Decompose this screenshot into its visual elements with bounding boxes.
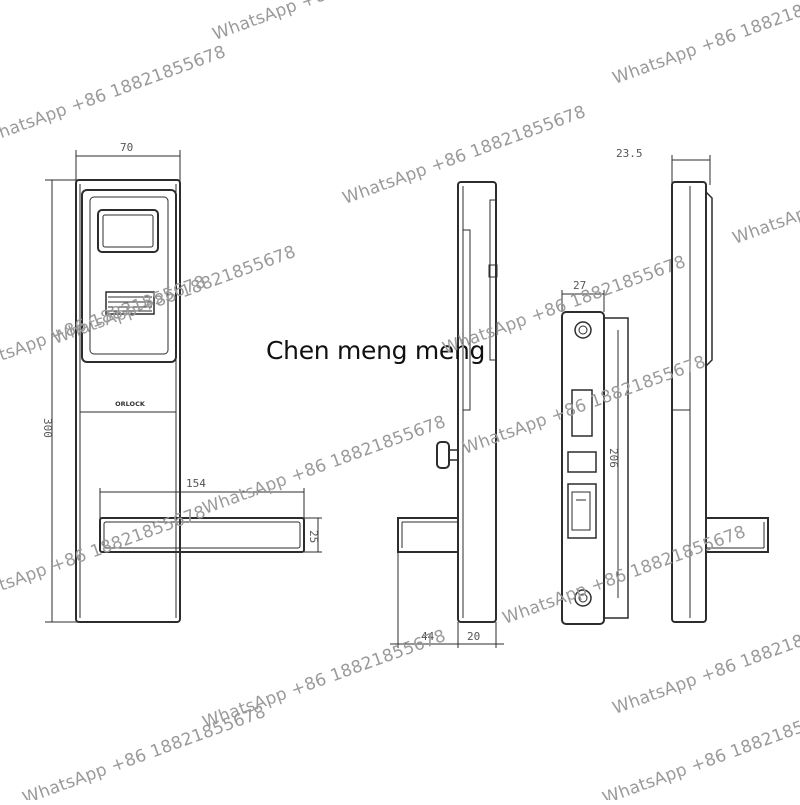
bolt-slot: [567, 483, 597, 539]
thumb-turn: [436, 441, 459, 469]
dim-depth: 44 20: [390, 552, 504, 648]
side-handle: [397, 517, 459, 553]
inside-handle: [705, 517, 769, 553]
dim-25-label: 25: [307, 530, 320, 543]
dim-27-label: 27: [573, 279, 586, 292]
side-view: 44 20: [390, 181, 504, 648]
inside-plate: [671, 181, 707, 623]
dim-20-label: 20: [467, 630, 480, 643]
dim-width: 70: [75, 141, 181, 185]
deadbolt-slot: [571, 389, 593, 437]
front-plate: [75, 179, 181, 623]
dim-300-label: 300: [41, 418, 54, 438]
front-view: 70 300 ORLOCK: [41, 141, 322, 623]
dim-23-5-label: 23.5: [616, 147, 643, 160]
latch-slot: [567, 451, 597, 473]
card-reader: [105, 291, 155, 315]
inside-view: 23.5: [616, 147, 769, 623]
lever-handle: [99, 517, 305, 553]
side-plate: [457, 181, 497, 623]
dim-44-label: 44: [421, 630, 435, 643]
mortise-view: 27 206: [561, 279, 629, 625]
dim-206-label: 206: [607, 448, 620, 468]
dim-height: 300: [41, 179, 80, 623]
dim-70-label: 70: [120, 141, 133, 154]
dim-154-label: 154: [186, 477, 206, 490]
mortise-body: [603, 317, 629, 619]
dim-handle-length: 154: [99, 477, 305, 520]
brand-logo: ORLOCK: [115, 400, 146, 408]
display-window: [97, 209, 159, 253]
upper-panel: [81, 189, 177, 363]
caption: Chen meng meng: [266, 336, 486, 365]
